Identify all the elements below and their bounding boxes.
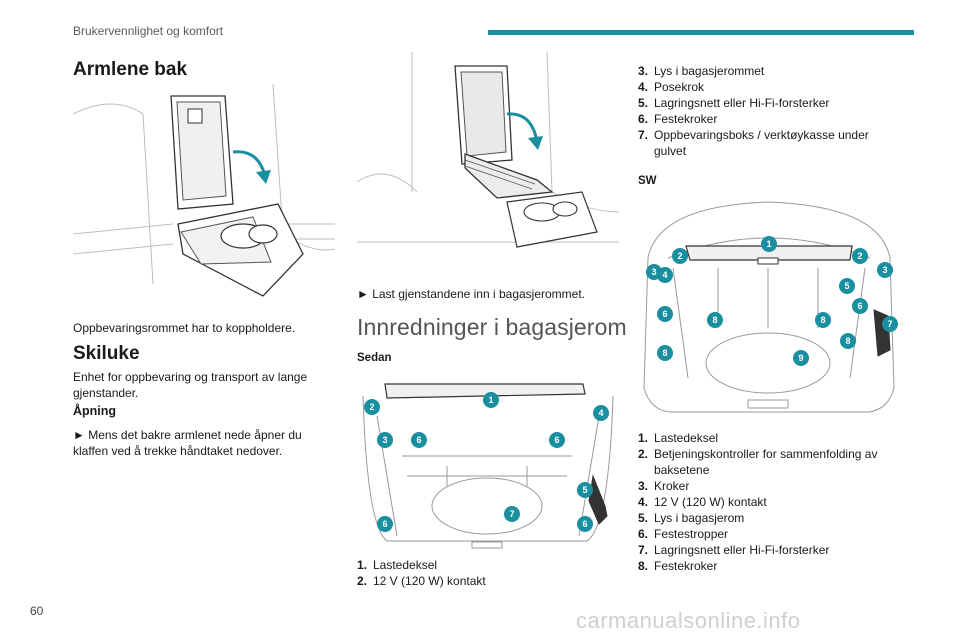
sedan-callout-5: 5 (577, 482, 593, 498)
skiluke-step-2: ► Last gjenstandene inn i bagasjerommet. (357, 287, 586, 301)
sedan-callout-2: 2 (364, 399, 380, 415)
sw-callout-2: 2 (672, 248, 688, 264)
figure-armrest-cupholders (73, 84, 335, 306)
sw-callout-6: 6 (657, 306, 673, 322)
sw-legend-item: 5.Lys i bagasjerom (638, 511, 745, 525)
svg-text:6: 6 (382, 519, 387, 529)
svg-text:6: 6 (416, 435, 421, 445)
sedan-callout-6: 6 (549, 432, 565, 448)
svg-text:7: 7 (887, 319, 892, 329)
svg-text:8: 8 (712, 315, 717, 325)
running-header: Brukervennlighet og komfort (73, 24, 224, 38)
sw-legend-item: 4.12 V (120 W) kontakt (638, 495, 767, 509)
svg-text:6: 6 (662, 309, 667, 319)
svg-text:1: 1 (488, 395, 493, 405)
label-sw: SW (638, 175, 657, 187)
sedan-legend-item: 4.Posekrok (638, 80, 705, 94)
sw-legend-list: 1.Lastedeksel 2.Betjeningskontroller for… (638, 430, 900, 574)
sw-legend-item: 8.Festekroker (638, 559, 718, 573)
sw-callout-1: 1 (761, 236, 777, 252)
sw-callout-6: 6 (852, 298, 868, 314)
skiluke-intro: Enhet for oppbevaring og transport av la… (73, 370, 308, 400)
svg-text:5: 5 (844, 281, 849, 291)
sedan-callout-6: 6 (377, 516, 393, 532)
sedan-callout-4: 4 (593, 405, 609, 421)
svg-text:3: 3 (382, 435, 387, 445)
sw-callout-3: 3 (877, 262, 893, 278)
svg-text:2: 2 (677, 251, 682, 261)
sedan-legend-item: 6.Festekroker (638, 112, 718, 126)
svg-text:6: 6 (554, 435, 559, 445)
sedan-callout-6: 6 (411, 432, 427, 448)
svg-text:3: 3 (651, 267, 656, 277)
header-accent-bar (488, 30, 914, 35)
sw-legend-item: 3.Kroker (638, 479, 690, 493)
sedan-callout-6: 6 (577, 516, 593, 532)
svg-text:3: 3 (882, 265, 887, 275)
sedan-legend-item: 7.Oppbevaringsboks / verktøykasse under … (638, 128, 869, 158)
sedan-callout-7: 7 (504, 506, 520, 522)
sw-callout-8: 8 (657, 345, 673, 361)
sedan-legend-item: 2.12 V (120 W) kontakt (357, 574, 486, 588)
svg-text:4: 4 (598, 408, 603, 418)
sw-callout-8: 8 (815, 312, 831, 328)
sedan-legend-list-continued: 3.Lys i bagasjerommet 4.Posekrok 5.Lagri… (638, 63, 888, 159)
figure-ski-hatch-open (357, 52, 619, 270)
sedan-legend-item: 5.Lagringsnett eller Hi-Fi-forsterker (638, 96, 830, 110)
heading-apning: Åpning (73, 404, 117, 418)
svg-text:6: 6 (857, 301, 862, 311)
figure-sedan-boot: 1 2 3 6 6 4 5 7 6 6 (357, 376, 619, 552)
sw-callout-2: 2 (852, 248, 868, 264)
sw-callout-5: 5 (839, 278, 855, 294)
page-number: 60 (30, 604, 44, 618)
sw-legend-item: 1.Lastedeksel (638, 431, 719, 445)
svg-text:5: 5 (582, 485, 587, 495)
sedan-badges: 1 2 3 6 6 4 5 7 6 6 (364, 392, 609, 532)
svg-text:9: 9 (798, 353, 803, 363)
sw-legend-item: 2.Betjeningskontroller for sammenfolding… (638, 447, 878, 477)
svg-text:1: 1 (766, 239, 771, 249)
svg-text:4: 4 (662, 270, 667, 280)
sedan-legend-item: 3.Lys i bagasjerommet (638, 64, 765, 78)
sedan-callout-3: 3 (377, 432, 393, 448)
sw-legend-item: 7.Lagringsnett eller Hi-Fi-forsterker (638, 543, 830, 557)
sw-callout-8: 8 (840, 333, 856, 349)
sedan-callout-1: 1 (483, 392, 499, 408)
sw-legend-item: 6.Festestropper (638, 527, 729, 541)
svg-text:8: 8 (662, 348, 667, 358)
svg-text:2: 2 (857, 251, 862, 261)
svg-text:8: 8 (820, 315, 825, 325)
sedan-legend-list: 1.Lastedeksel 2.12 V (120 W) kontakt (357, 557, 619, 589)
heading-skiluke: Skiluke (73, 343, 140, 364)
sedan-legend-item: 1.Lastedeksel (357, 558, 438, 572)
sw-callout-9: 9 (793, 350, 809, 366)
svg-text:8: 8 (845, 336, 850, 346)
watermark: carmanualsonline.info (576, 608, 801, 633)
heading-armlene-bak: Armlene bak (73, 59, 188, 80)
svg-text:7: 7 (509, 509, 514, 519)
apning-step-1: ► Mens det bakre armlenet nede åpner du … (73, 428, 302, 458)
label-sedan: Sedan (357, 352, 392, 364)
armrest-caption: Oppbevaringsrommet har to koppholdere. (73, 321, 296, 335)
sw-callout-4: 4 (657, 267, 673, 283)
svg-text:6: 6 (582, 519, 587, 529)
sw-callout-8: 8 (707, 312, 723, 328)
svg-text:2: 2 (369, 402, 374, 412)
heading-innredninger: Innredninger i bagasjerom (357, 314, 627, 340)
sw-callout-7: 7 (882, 316, 898, 332)
